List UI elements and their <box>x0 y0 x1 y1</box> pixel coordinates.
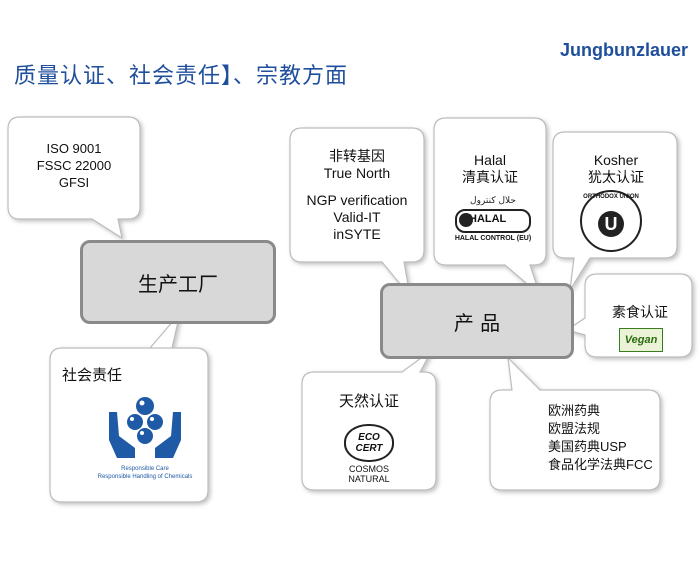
kosher-text: Kosher 犹太认证 <box>556 152 676 186</box>
nongmo-title: 非转基因 <box>329 148 385 164</box>
hub-factory-label: 生产工厂 <box>138 271 218 296</box>
halal-logo-arabic: حلال كنترول <box>470 196 516 206</box>
responsible-care-line2: Responsible Handling of Chemicals <box>97 474 193 480</box>
cert-gfsi: GFSI <box>58 175 90 190</box>
ecocert-line1: ECO <box>358 432 380 443</box>
nongmo-line1: True North <box>323 165 391 181</box>
vegan-logo-text: Vegan <box>624 334 658 346</box>
social-title: 社会责任 <box>62 367 123 384</box>
hub-product-label: 产 品 <box>453 310 501 335</box>
pharma-line3: 美国药典USP <box>548 439 627 454</box>
ecocert-logo-icon: ECO CERT COSMOS NATURAL <box>336 424 402 484</box>
brand-logo: Jungbunzlauer <box>559 40 688 60</box>
nongmo-line2: NGP verification <box>306 192 408 208</box>
ecocert-line3: COSMOS <box>348 464 389 474</box>
responsible-care-icon <box>109 397 181 458</box>
bubble-nongmo <box>289 127 425 299</box>
halal-logo-icon: حلال كنترول HALAL HALAL CONTROL (EU) <box>449 196 537 248</box>
halal-title-en: Halal <box>474 152 506 168</box>
halal-title-cn: 清真认证 <box>462 169 518 185</box>
nongmo-text: 非转基因 True North NGP verification Valid-I… <box>292 148 422 243</box>
pharma-line2: 欧盟法规 <box>548 421 601 436</box>
nongmo-line3: Valid-IT <box>333 209 381 225</box>
cert-fssc: FSSC 22000 <box>36 158 112 173</box>
bubble-halal <box>433 117 547 297</box>
hub-product: 产 品 <box>380 283 574 359</box>
vegan-title: 素食认证 <box>612 304 668 320</box>
pharma-text: 欧洲药典 欧盟法规 美国药典USP 食品化学法典FCC <box>548 402 658 474</box>
kosher-logo-center: U <box>598 211 624 237</box>
halal-text: Halal 清真认证 <box>434 152 546 186</box>
ecocert-line4: NATURAL <box>348 474 390 484</box>
bubble-natural <box>301 349 437 491</box>
ecocert-line2: CERT <box>355 443 383 454</box>
responsible-care-line1: Responsible Care <box>121 466 169 472</box>
nongmo-line4: inSYTE <box>333 226 381 242</box>
factory-certs-text: ISO 9001 FSSC 22000 GFSI <box>18 140 130 191</box>
bubble-factory-certs <box>7 116 141 240</box>
bubble-pharma <box>489 356 661 491</box>
pharma-line1: 欧洲药典 <box>548 403 601 418</box>
kosher-title-cn: 犹太认证 <box>588 169 644 185</box>
vegan-logo-icon: Vegan <box>619 328 663 352</box>
pharma-line4: 食品化学法典FCC <box>548 457 653 472</box>
page-title: 质量认证、社会责任】、宗教方面 <box>14 64 349 89</box>
halal-logo-text: HALAL <box>469 213 507 225</box>
halal-logo-control: HALAL CONTROL (EU) <box>454 235 532 242</box>
kosher-logo-icon: ORTHODOX UNION U <box>580 190 642 252</box>
kosher-title-en: Kosher <box>593 152 639 168</box>
natural-title: 天然认证 <box>338 393 399 410</box>
cert-iso: ISO 9001 <box>46 141 102 156</box>
hub-factory: 生产工厂 <box>80 240 276 324</box>
kosher-ring-text: ORTHODOX UNION <box>583 194 639 200</box>
